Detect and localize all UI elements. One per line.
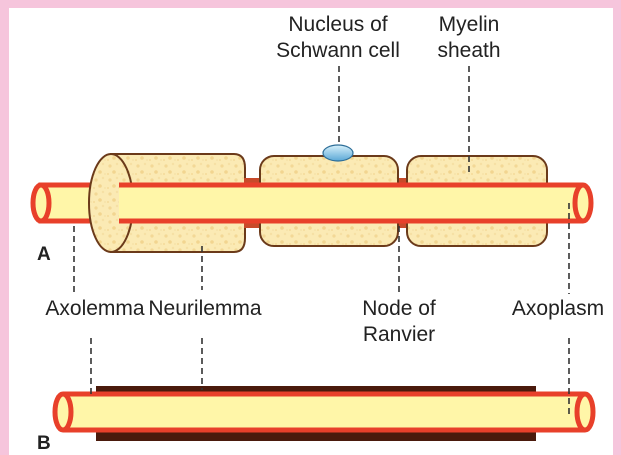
diagram-canvas: Nucleus of Schwann cell Myelin sheath A …: [9, 8, 613, 455]
label-myelin-line1: Myelin: [409, 12, 529, 38]
label-axolemma: Axolemma: [33, 296, 157, 322]
axon-b: [63, 394, 585, 430]
schwann-nucleus: [323, 145, 353, 161]
label-nucleus-of-schwann-cell: Nucleus of Schwann cell: [248, 12, 428, 64]
fiber-b: [55, 386, 593, 441]
label-nucleus-line1: Nucleus of: [248, 12, 428, 38]
label-neurilemma: Neurilemma: [143, 296, 267, 322]
panel-label-b: B: [37, 433, 51, 455]
panel-label-a: A: [37, 244, 51, 266]
axon-b-left-end: [55, 394, 71, 430]
nerve-fiber-diagram: [9, 8, 613, 455]
label-myelin-sheath: Myelin sheath: [409, 12, 529, 64]
label-node-line1: Node of: [339, 296, 459, 322]
axon-a: [119, 185, 591, 221]
axon-b-right-end: [577, 394, 593, 430]
label-nucleus-line2: Schwann cell: [248, 38, 428, 64]
label-myelin-line2: sheath: [409, 38, 529, 64]
label-node-of-ranvier: Node of Ranvier: [339, 296, 459, 348]
label-axoplasm: Axoplasm: [503, 296, 613, 322]
label-node-line2: Ranvier: [339, 322, 459, 348]
myelinated-fiber-a: [33, 145, 591, 252]
